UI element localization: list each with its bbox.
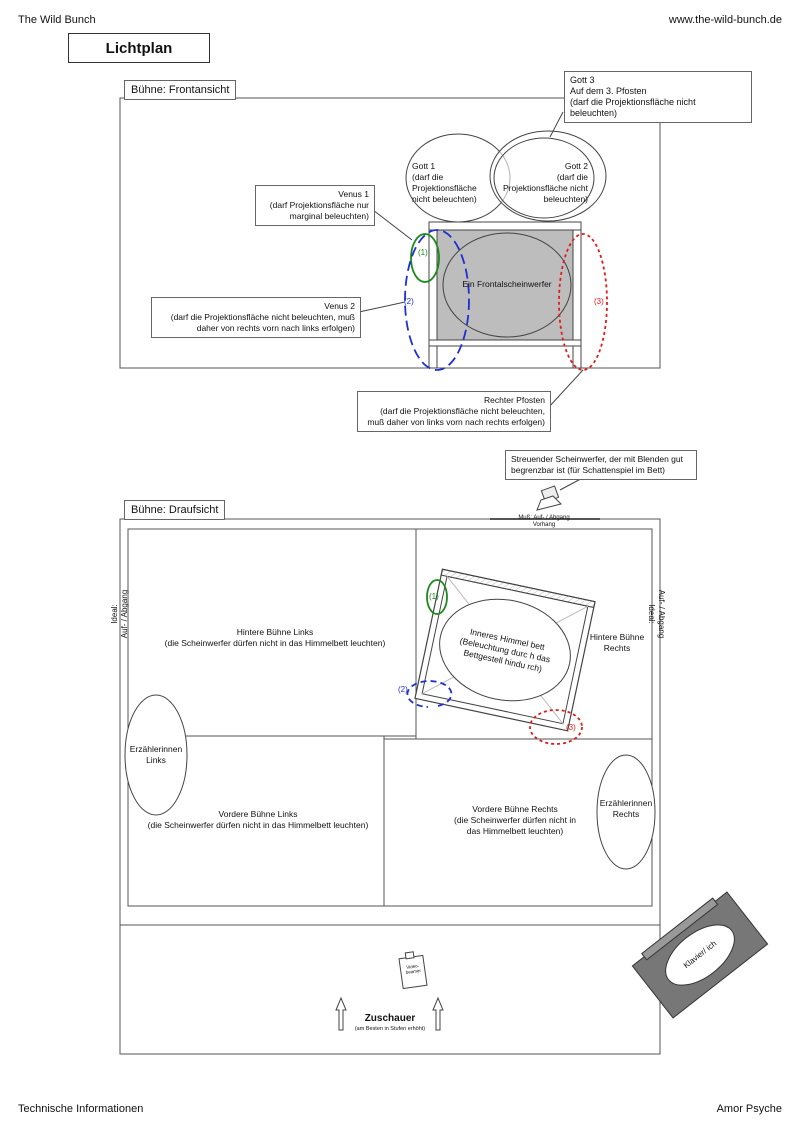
front-stage-frame <box>119 97 661 369</box>
zuschauer-sub-label: (am Besten in Stufen erhöht) <box>354 1026 426 1032</box>
leader-pfosten <box>547 369 584 409</box>
streu-note: Streuender Scheinwerfer, der mit Blenden… <box>505 450 697 480</box>
vordere-buehne-rechts-label: Vordere Bühne Rechts(die Scheinwerfer dü… <box>454 804 576 836</box>
top-green-light <box>426 579 448 615</box>
leader-venus1 <box>372 209 413 241</box>
top-blue-light <box>406 680 453 708</box>
bed-top <box>414 568 596 732</box>
frontal-spot-ellipse <box>442 232 572 338</box>
vordere-buehne-links-label: Vordere Bühne Links(die Scheinwerfer dür… <box>147 809 369 830</box>
pfosten-light <box>558 233 608 371</box>
stage-areas <box>127 528 653 907</box>
top-view-label: Bühne: Draufsicht <box>124 500 226 520</box>
venus1-light <box>410 233 440 283</box>
left-door-label: Ideal:Auf- / Abgang <box>110 589 129 639</box>
footer-left: Technische Informationen <box>18 1103 144 1115</box>
leader-gott3 <box>549 111 564 138</box>
leader-venus2 <box>358 301 406 313</box>
top-marker-1: (1) <box>429 592 439 601</box>
bed-frame-front <box>428 221 582 369</box>
projection-screen <box>436 229 574 341</box>
header-left: The Wild Bunch <box>18 14 96 26</box>
pfosten-note: Rechter Pfosten(darf die Projektionsfläc… <box>357 391 551 432</box>
streu-spot-icon <box>536 485 562 511</box>
top-stage-frame <box>119 518 661 1055</box>
header-right[interactable]: www.the-wild-bunch.de <box>668 14 782 26</box>
frontal-spot-label: Ein Frontalscheinwerfer <box>462 279 552 289</box>
top-marker-3: (3) <box>566 723 576 732</box>
zuschauer-label: Zuschauer <box>364 1013 416 1024</box>
gott2-ellipse <box>489 130 607 222</box>
page-title: Lichtplan <box>68 33 210 63</box>
erzaehlerinnen-links-ellipse <box>124 694 188 816</box>
hintere-buehne-links-label: Hintere Bühne Links(die Scheinwerfer dür… <box>164 627 386 648</box>
top-marker-2: (2) <box>398 685 408 694</box>
front-marker-3: (3) <box>594 297 604 306</box>
venus2-light <box>404 229 470 371</box>
top-red-light <box>529 709 583 745</box>
front-marker-2: (2) <box>404 297 414 306</box>
klavier-icon <box>631 891 769 1019</box>
front-view-label: Bühne: Frontansicht <box>124 80 237 100</box>
arrow-up-right <box>432 996 444 1031</box>
venus2-note: Venus 2(darf die Projektionsfläche nicht… <box>151 297 361 338</box>
arrow-up-left <box>335 996 347 1031</box>
gott3-ellipse <box>493 137 595 219</box>
erzaehlerinnen-rechts-ellipse <box>596 754 656 870</box>
front-marker-1: (1) <box>418 248 428 257</box>
footer-right: Amor Psyche <box>716 1103 782 1115</box>
